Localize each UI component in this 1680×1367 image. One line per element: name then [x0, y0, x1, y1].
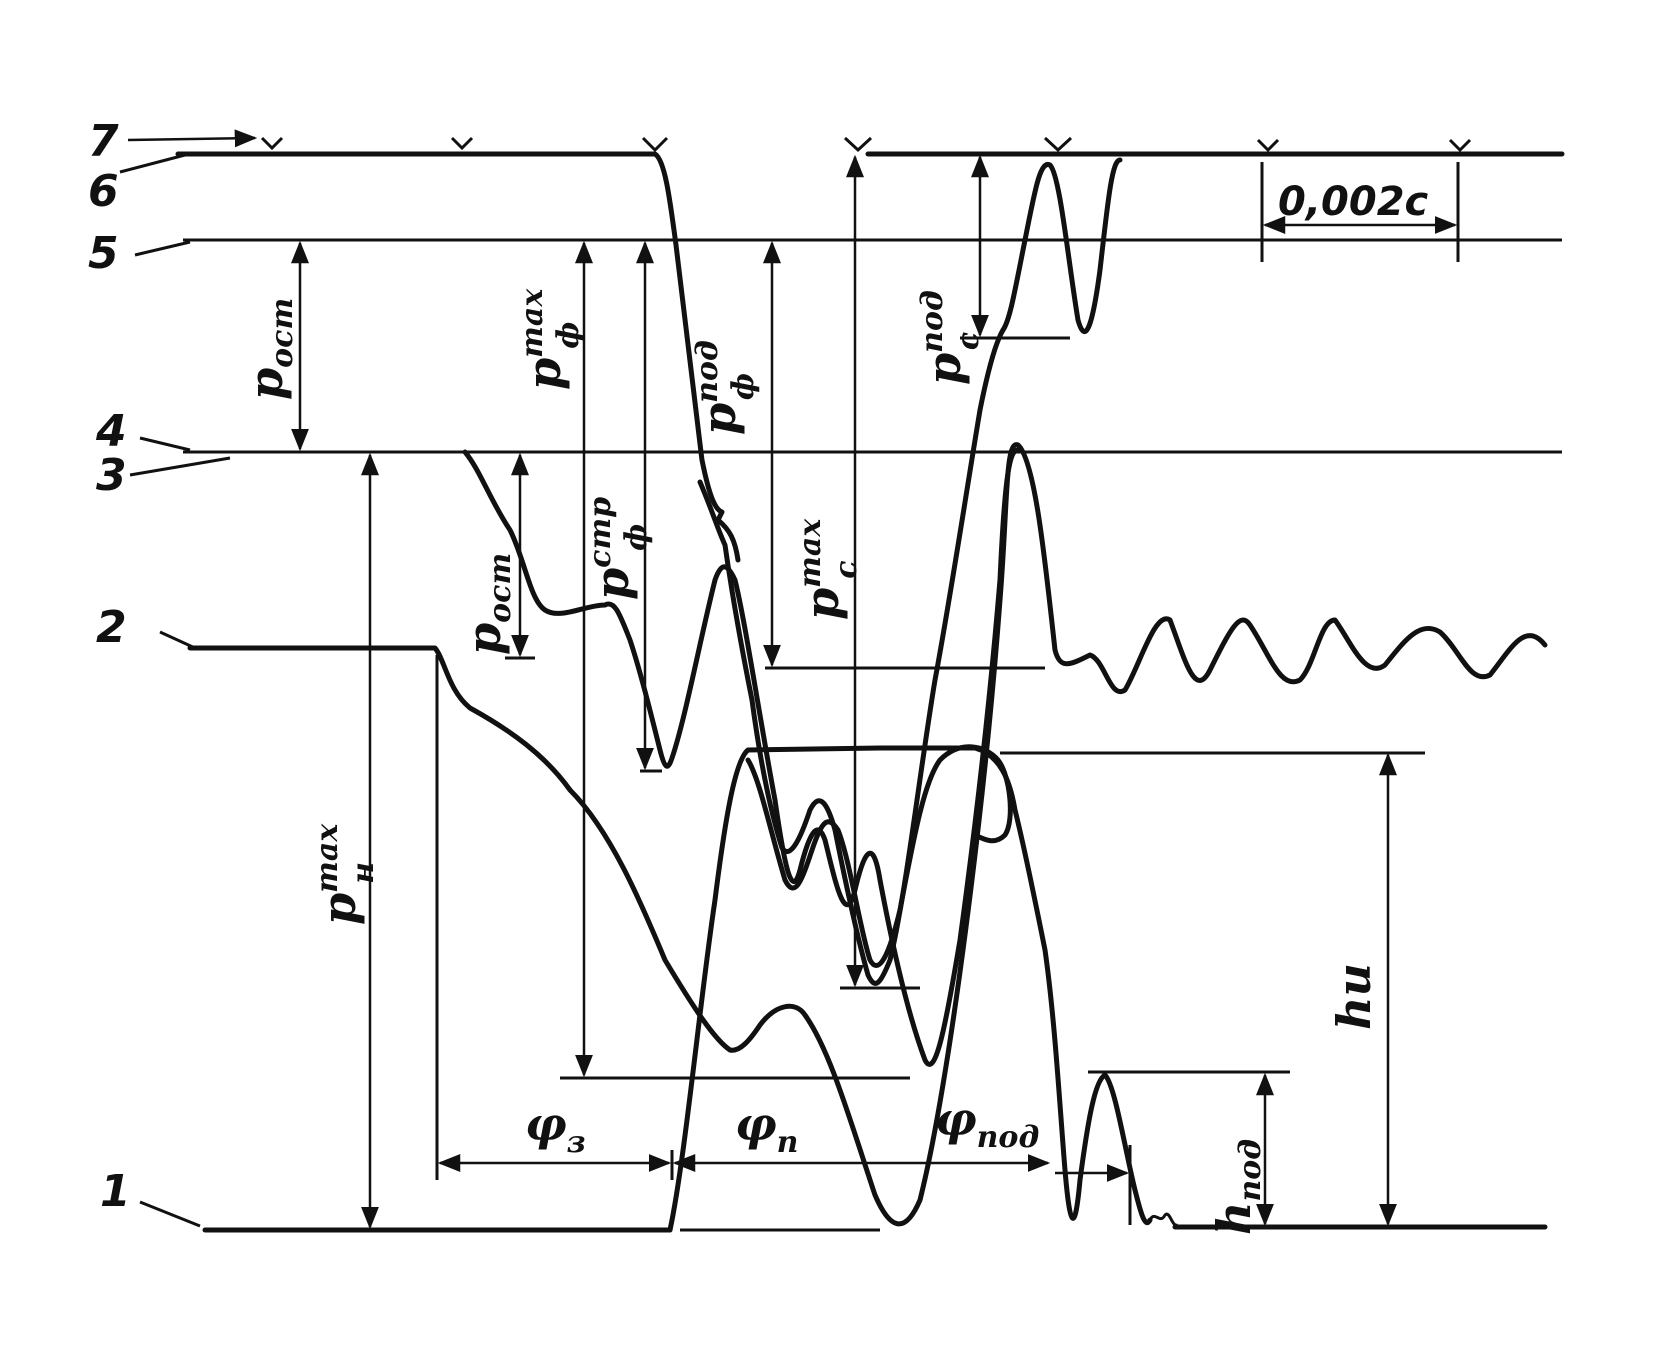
- label-h-i: hи: [1327, 963, 1381, 1030]
- trace-number-2: 2: [96, 602, 127, 653]
- trace-number-5: 5: [88, 228, 119, 279]
- traces: [187, 157, 1548, 1233]
- phase-labels: φз φп φпод: [525, 1092, 1039, 1160]
- trace-number-7: 7: [88, 116, 119, 167]
- trace-6: [1000, 157, 1123, 334]
- label-p-f-pod: pподф: [690, 340, 761, 435]
- trace-number-1: 1: [100, 1166, 131, 1217]
- label-p-ost-mid: pост: [457, 553, 518, 655]
- label-p-c-max: pmaxc: [793, 518, 864, 620]
- label-phi-p: φп: [735, 1097, 798, 1160]
- dimension-lines: [119, 129, 1460, 1232]
- label-h-pod: hпод: [1207, 1139, 1268, 1235]
- label-p-c-pod: pподc: [915, 290, 986, 385]
- label-phi-pod: φпод: [935, 1092, 1039, 1155]
- trace-tail: [1148, 1212, 1179, 1227]
- trace-2: [187, 442, 1548, 1227]
- trace-lift: [667, 745, 1153, 1233]
- label-p-f-max: pmaxф: [515, 288, 586, 390]
- time-marker-line: [175, 151, 1565, 563]
- label-phi-z: φз: [525, 1097, 586, 1160]
- label-p-ost-top: pост: [239, 298, 300, 400]
- label-p-f-str: pстрф: [583, 497, 654, 600]
- label-p-n-max: pmaxн: [310, 823, 381, 925]
- trace-number-labels: 7 6 5 4 3 2 1: [88, 116, 131, 1217]
- time-marks: [260, 136, 1472, 153]
- pressure-labels: pост pmaxф pподф pподc pост pстрф pmaxc …: [239, 288, 1381, 1235]
- trace-needle: [745, 744, 1013, 968]
- trace-number-3: 3: [96, 450, 127, 501]
- time-scale-label: 0,002c: [1278, 179, 1429, 225]
- trace-number-6: 6: [88, 166, 119, 217]
- reference-lines: [175, 136, 1565, 1233]
- trace-number-4: 4: [95, 406, 127, 457]
